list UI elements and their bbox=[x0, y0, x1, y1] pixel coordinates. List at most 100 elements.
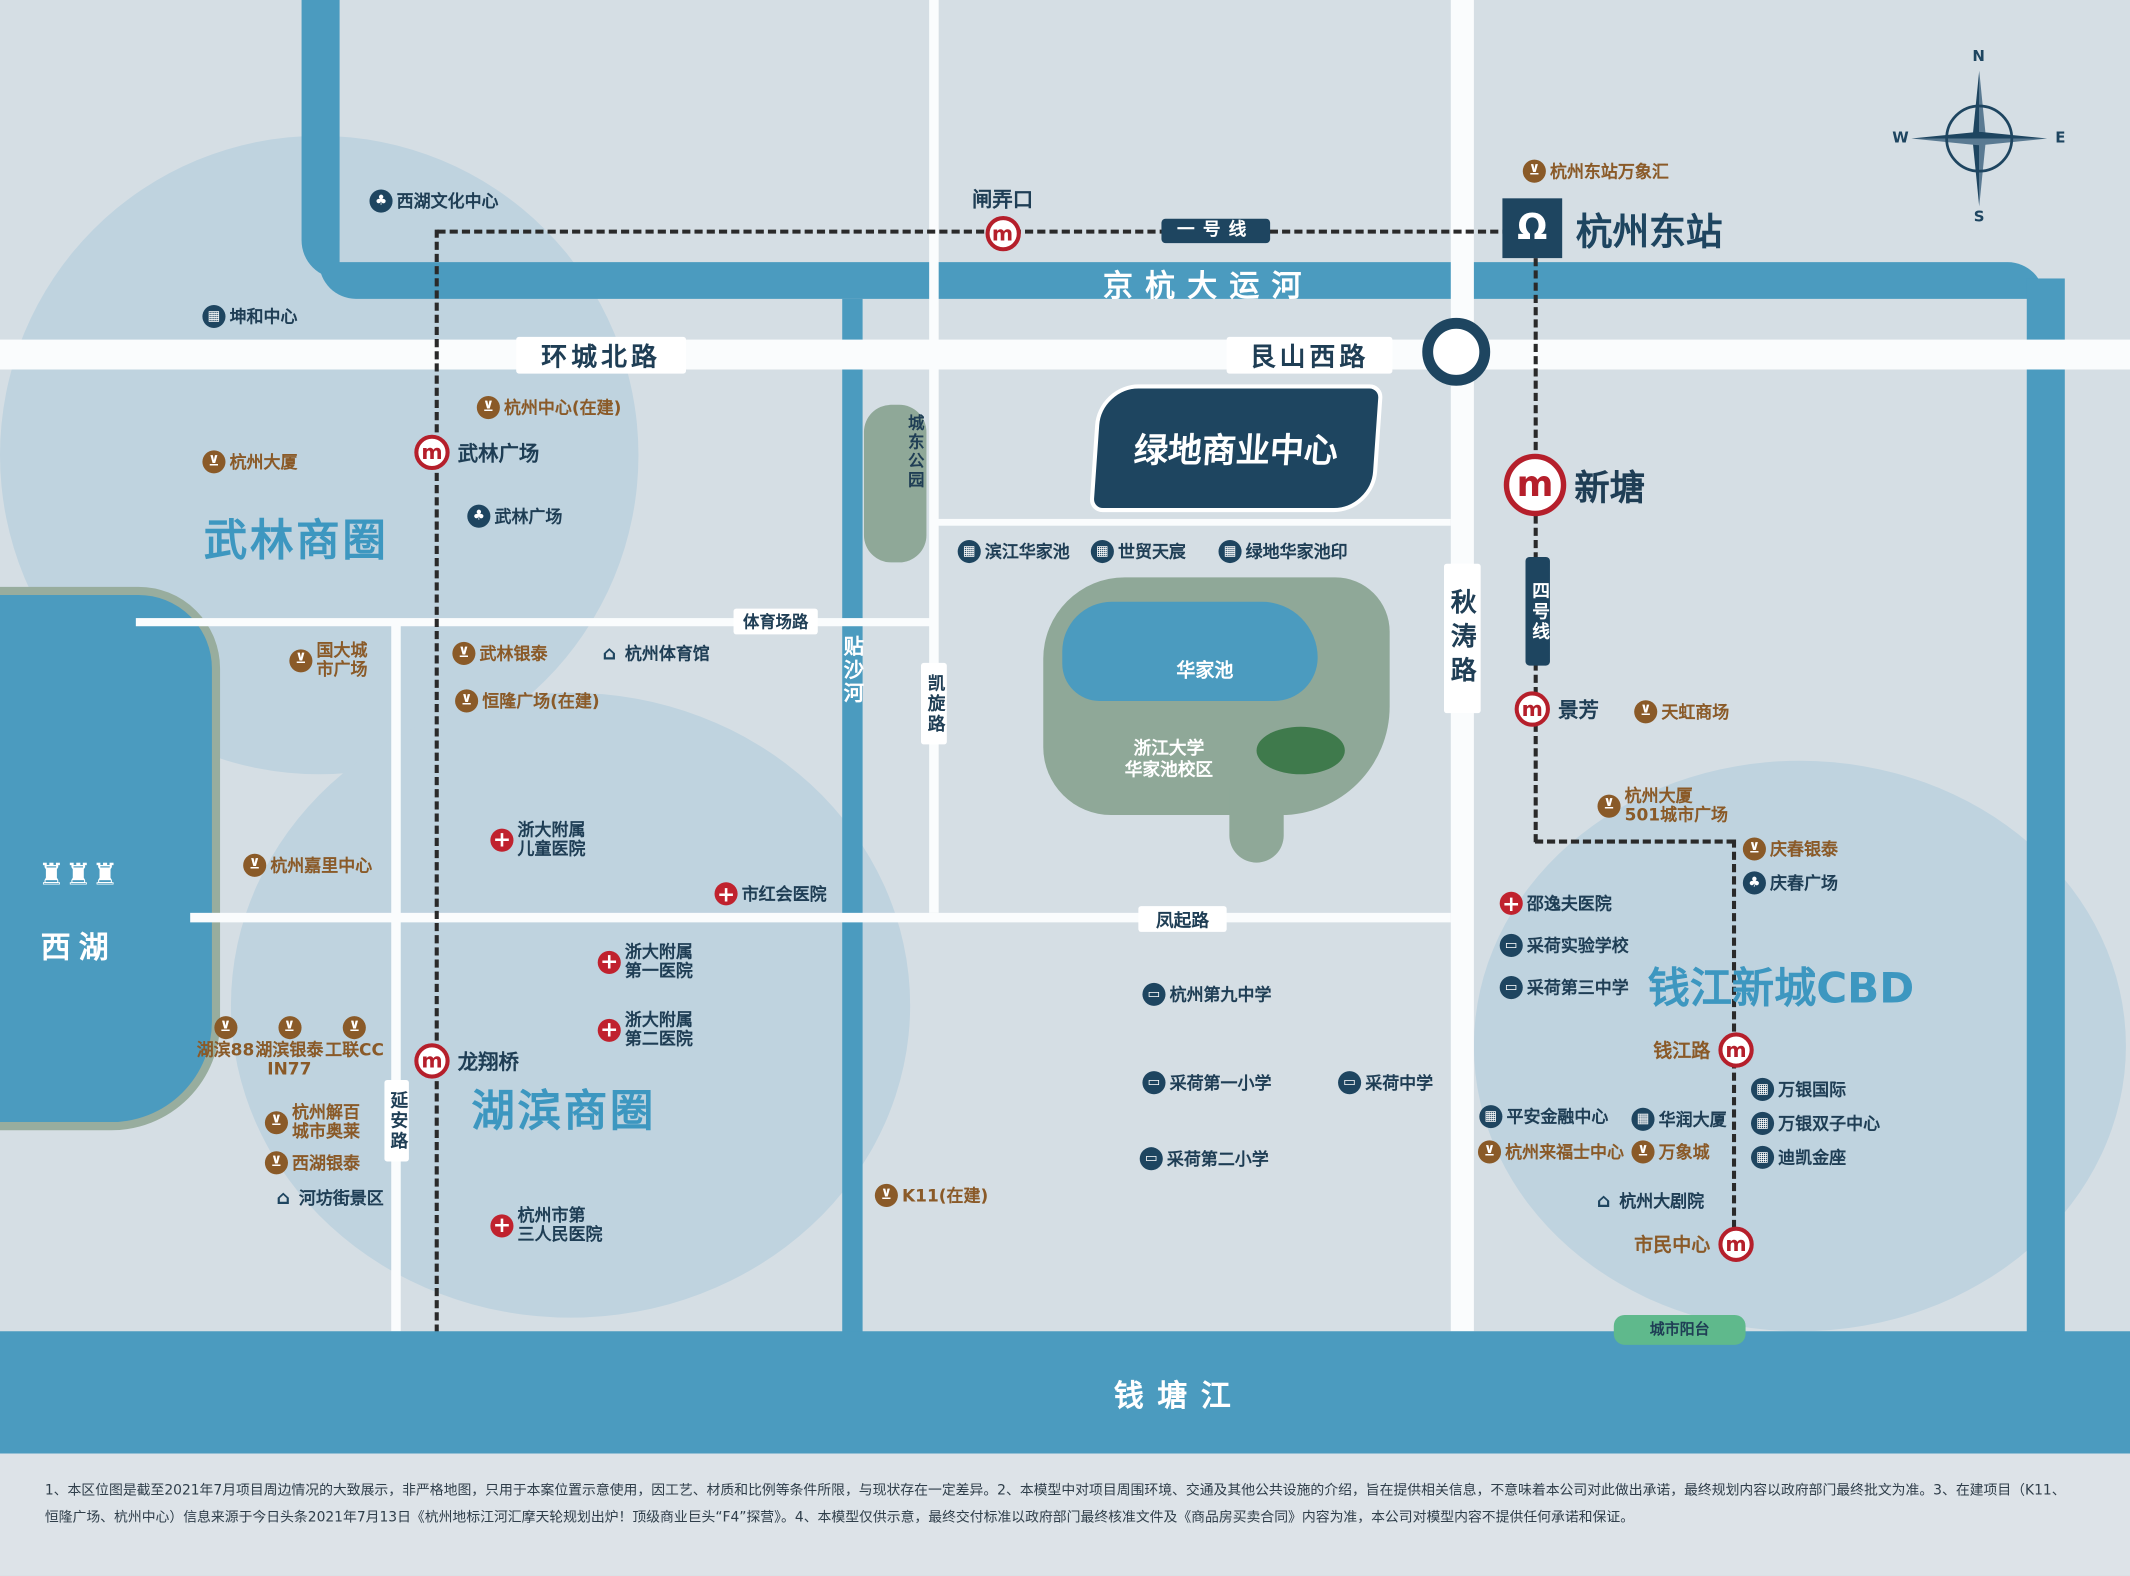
poi-office[interactable]: ▦绿地华家池印 bbox=[1218, 539, 1348, 564]
mall-icon: ⊻ bbox=[1631, 1140, 1655, 1164]
poi-park[interactable]: ♣西湖文化中心 bbox=[369, 189, 499, 213]
poi-mall[interactable]: ⊻国大城 市广场 bbox=[289, 640, 367, 679]
poi-mall[interactable]: ⊻万象城 bbox=[1631, 1140, 1710, 1164]
wulin-district-label: 武林商圈 bbox=[203, 514, 389, 567]
roundabout bbox=[1422, 317, 1491, 386]
poi-mall[interactable]: ⊻庆春银泰 bbox=[1742, 837, 1838, 861]
poi-label: 平安金融中心 bbox=[1506, 1105, 1609, 1127]
tiyuchang-road bbox=[135, 618, 931, 627]
huancheng-road bbox=[0, 339, 2130, 370]
poi-mall[interactable]: ⊻杭州来福士中心 bbox=[1477, 1140, 1625, 1164]
poi-hospital[interactable]: +市红会医院 bbox=[714, 882, 827, 906]
west-lake bbox=[0, 586, 221, 1131]
poi-hospital[interactable]: +浙大附属 儿童医院 bbox=[490, 819, 586, 859]
poi-mall[interactable]: ⊻天虹商场 bbox=[1634, 700, 1730, 724]
poi-label: 杭州大剧院 bbox=[1619, 1189, 1705, 1211]
poi-label: 河坊街景区 bbox=[298, 1187, 384, 1208]
line-4-badge: 四号线 bbox=[1525, 556, 1550, 666]
poi-office[interactable]: ▦万银国际 bbox=[1751, 1077, 1846, 1101]
school-icon: ▭ bbox=[1142, 982, 1166, 1006]
poi-hospital[interactable]: +杭州市第 三人民医院 bbox=[490, 1206, 602, 1244]
poi-label: 天虹商场 bbox=[1661, 700, 1730, 722]
project-name: 绿地商业中心 bbox=[1132, 430, 1340, 471]
poi-label: 滨江华家池 bbox=[984, 540, 1070, 562]
poi-culture[interactable]: ⌂杭州体育馆 bbox=[598, 642, 709, 665]
metro-line-1 bbox=[437, 229, 1511, 234]
station-label: 钱江路 bbox=[1653, 1040, 1711, 1063]
poi-school[interactable]: ▭采荷第一小学 bbox=[1142, 1071, 1272, 1095]
poi-school[interactable]: ▭采荷中学 bbox=[1338, 1071, 1434, 1095]
office-icon: ▦ bbox=[1479, 1105, 1503, 1129]
metro-line-1-south bbox=[434, 229, 439, 1333]
poi-school[interactable]: ▭采荷实验学校 bbox=[1499, 933, 1629, 958]
school-icon: ▭ bbox=[1139, 1147, 1163, 1171]
poi-mall[interactable]: ⊻西湖银泰 bbox=[264, 1151, 360, 1175]
poi-mall[interactable]: ⊻杭州中心(在建) bbox=[476, 395, 621, 420]
poi-office[interactable]: ▦万银双子中心 bbox=[1751, 1111, 1880, 1135]
station-label: 市民中心 bbox=[1634, 1234, 1711, 1257]
huancheng-road-label: 环城北路 bbox=[516, 336, 687, 374]
cbd-area bbox=[1473, 760, 2126, 1332]
poi-mall[interactable]: ⊻杭州大厦 bbox=[202, 450, 298, 474]
grand-canal bbox=[319, 262, 2045, 299]
poi-mall[interactable]: ⊻K11(在建) bbox=[874, 1183, 988, 1207]
poi-hospital[interactable]: +浙大附属 第二医院 bbox=[597, 1010, 693, 1049]
poi-office[interactable]: ▦迪凯金座 bbox=[1751, 1145, 1846, 1169]
office-icon: ▦ bbox=[1751, 1145, 1775, 1169]
tiyuchang-road-label: 体育场路 bbox=[733, 608, 818, 635]
line-1-badge: 一号线 bbox=[1161, 218, 1271, 244]
mall-icon: ⊻ bbox=[452, 641, 476, 665]
poi-mall[interactable]: ⊻杭州大厦 501城市广场 bbox=[1597, 786, 1728, 825]
poi-park[interactable]: ♣武林广场 bbox=[467, 504, 562, 528]
poi-hospital[interactable]: +邵逸夫医院 bbox=[1499, 891, 1612, 915]
poi-label: 浙大附属 儿童医院 bbox=[517, 819, 586, 859]
project-marker[interactable]: 绿地商业中心 bbox=[1089, 384, 1384, 513]
poi-label: 杭州来福士中心 bbox=[1505, 1141, 1625, 1162]
mall-icon: ⊻ bbox=[1597, 793, 1621, 818]
poi-culture[interactable]: ⌂杭州大剧院 bbox=[1592, 1189, 1704, 1212]
poi-mall[interactable]: ⊻湖滨88 bbox=[197, 1016, 254, 1059]
poi-label: 采荷中学 bbox=[1365, 1071, 1434, 1093]
huajiachi-park-tail bbox=[1229, 787, 1284, 863]
poi-mall[interactable]: ⊻杭州解百 城市奥莱 bbox=[264, 1102, 360, 1141]
poi-culture[interactable]: ⌂ 河坊街景区 bbox=[272, 1187, 384, 1210]
poi-mall[interactable]: ⊻工联CC bbox=[325, 1016, 384, 1059]
poi-office[interactable]: ▦滨江华家池 bbox=[957, 539, 1070, 564]
poi-mall[interactable]: ⊻武林银泰 bbox=[452, 641, 547, 665]
poi-mall[interactable]: ⊻恒隆广场(在建) bbox=[455, 689, 600, 713]
fengqi-road bbox=[190, 912, 1451, 923]
poi-mall[interactable]: ⊻湖滨银泰 IN77 bbox=[255, 1016, 323, 1078]
office-icon: ▦ bbox=[957, 539, 981, 564]
poi-label: 绿地华家池印 bbox=[1245, 540, 1348, 562]
poi-mall[interactable]: ⊻杭州嘉里中心 bbox=[243, 853, 372, 877]
culture-icon: ⌂ bbox=[276, 1187, 291, 1209]
mall-icon: ⊻ bbox=[1742, 837, 1766, 861]
grand-canal-label: 京杭大运河 bbox=[1103, 270, 1314, 305]
poi-park[interactable]: ♣庆春广场 bbox=[1742, 871, 1838, 895]
poi-label: 庆春银泰 bbox=[1770, 838, 1838, 859]
poi-office[interactable]: ▦华润大厦 bbox=[1631, 1107, 1727, 1131]
poi-office[interactable]: ▦平安金融中心 bbox=[1479, 1105, 1609, 1129]
poi-label: 庆春广场 bbox=[1770, 872, 1838, 893]
poi-hospital[interactable]: +浙大附属 第一医院 bbox=[597, 942, 693, 981]
poi-school[interactable]: ▭杭州第九中学 bbox=[1142, 982, 1272, 1006]
poi-school[interactable]: ▭采荷第二小学 bbox=[1139, 1147, 1269, 1171]
park-icon: ♣ bbox=[467, 504, 491, 528]
poi-mall[interactable]: ⊻杭州东站万象汇 bbox=[1522, 159, 1669, 183]
poi-school[interactable]: ▭采荷第三中学 bbox=[1499, 976, 1629, 1000]
office-icon: ▦ bbox=[1751, 1111, 1775, 1135]
poi-label: 世贸天宸 bbox=[1117, 540, 1186, 562]
hospital-icon: + bbox=[714, 882, 738, 906]
poi-office[interactable]: ▦坤和中心 bbox=[202, 304, 298, 329]
east-station[interactable]: Ω 杭州东站 bbox=[1502, 198, 1722, 259]
poi-office[interactable]: ▦世贸天宸 bbox=[1090, 539, 1186, 564]
office-icon: ▦ bbox=[1090, 539, 1114, 564]
poi-label: 恒隆广场(在建) bbox=[482, 690, 600, 711]
